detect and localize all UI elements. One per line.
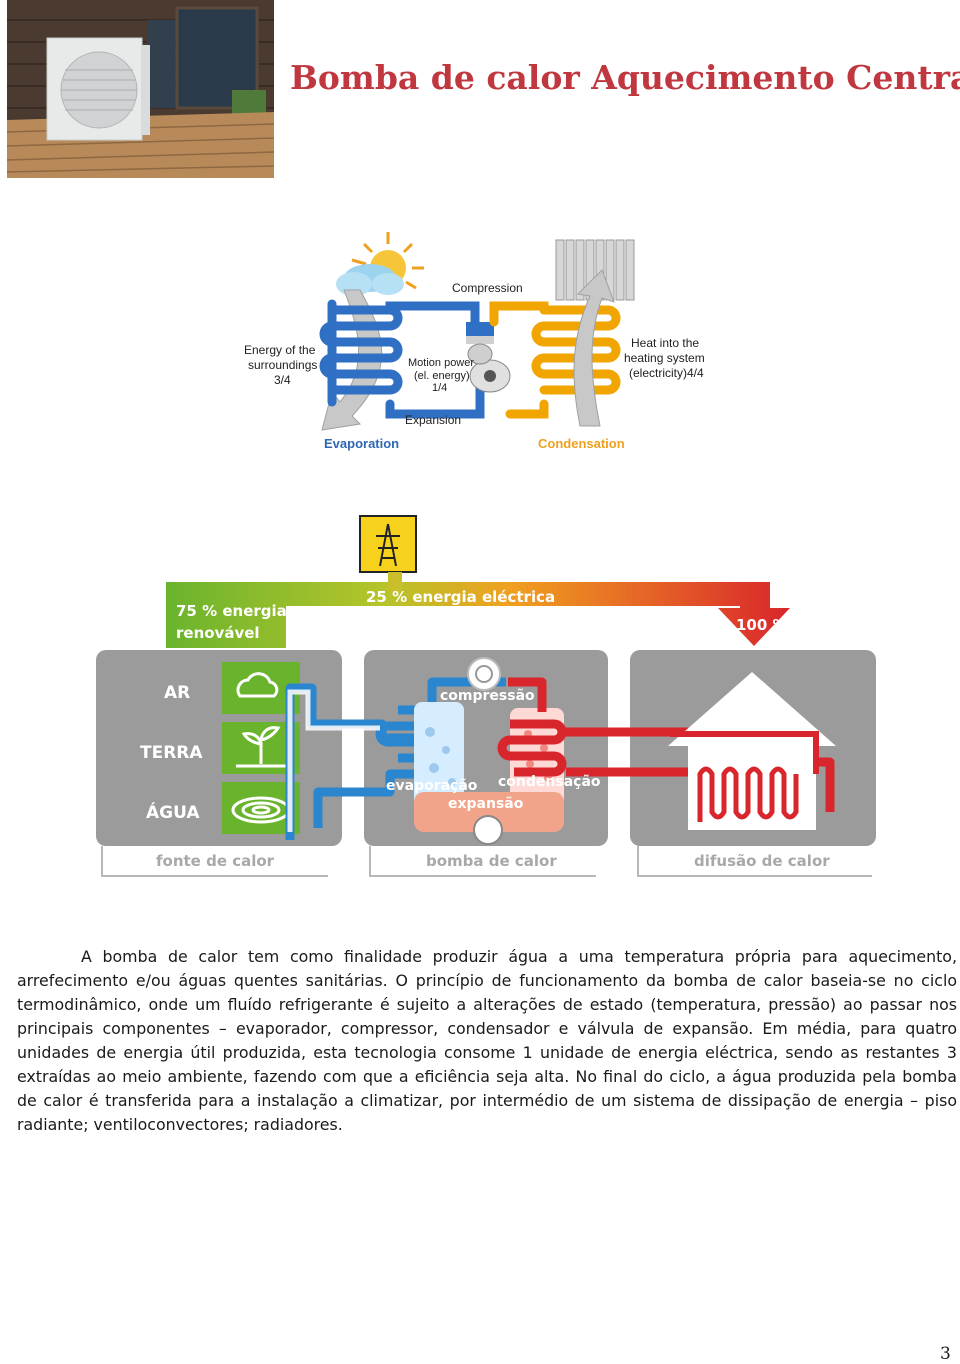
compressor-icon	[466, 322, 511, 393]
source-ar: AR	[164, 683, 190, 703]
motion-power-line3: 1/4	[432, 382, 447, 394]
electricity-pylon-icon	[359, 515, 417, 573]
body-paragraph: A bomba de calor tem como finalidade pro…	[17, 947, 957, 1134]
compression-label: Compression	[452, 281, 523, 295]
cloud-icon	[236, 672, 279, 698]
energy-surroundings-line2: surroundings	[248, 358, 317, 372]
page-title: Bomba de calor Aquecimento Central	[290, 58, 960, 97]
source-terra: TERRA	[140, 743, 203, 763]
compressor-icon	[467, 657, 501, 691]
expansao-label: expansão	[448, 796, 524, 812]
expansion-valve-icon	[473, 815, 503, 845]
expansion-label: Expansion	[405, 413, 461, 427]
radiator-icon	[555, 239, 635, 301]
evaporacao-label: evaporação	[386, 778, 478, 794]
heat-heating-line2: heating system	[624, 351, 705, 365]
plant-icon	[236, 726, 286, 768]
cloud-icon	[336, 264, 404, 296]
caption-difusao: difusão de calor	[694, 852, 830, 870]
caption-bomba: bomba de calor	[426, 852, 557, 870]
renewable-line1: 75 % energia	[176, 602, 287, 620]
panel-fonte	[96, 650, 342, 846]
evaporation-label: Evaporation	[324, 436, 399, 451]
heat-heating-line3: (electricity)4/4	[629, 366, 704, 380]
total-energy-label: 100 %	[736, 616, 788, 634]
condensation-label: Condensation	[538, 436, 625, 451]
heat-heating-line1: Heat into the	[631, 336, 699, 350]
heat-pump-system-diagram: 75 % energia renovável 25 % energia eléc…	[96, 515, 876, 877]
renewable-line2: renovável	[176, 624, 260, 642]
energy-surroundings-line1: Energy of the	[244, 343, 316, 357]
page-number: 3	[940, 1344, 951, 1364]
electric-share-label: 25 % energia eléctrica	[366, 588, 555, 606]
heat-pump-cycle-diagram: Compression Energy of the surroundings 3…	[244, 232, 705, 451]
heat-pump-photo	[7, 0, 274, 178]
motion-power-line2: (el. energy)	[414, 370, 470, 382]
energy-surroundings-line3: 3/4	[274, 373, 291, 387]
condensacao-label: condensação	[498, 774, 601, 790]
motion-power-line1: Motion power	[408, 357, 474, 369]
source-agua: ÁGUA	[146, 801, 200, 823]
caption-fonte: fonte de calor	[156, 852, 275, 870]
compressao-label: compressão	[440, 688, 535, 704]
